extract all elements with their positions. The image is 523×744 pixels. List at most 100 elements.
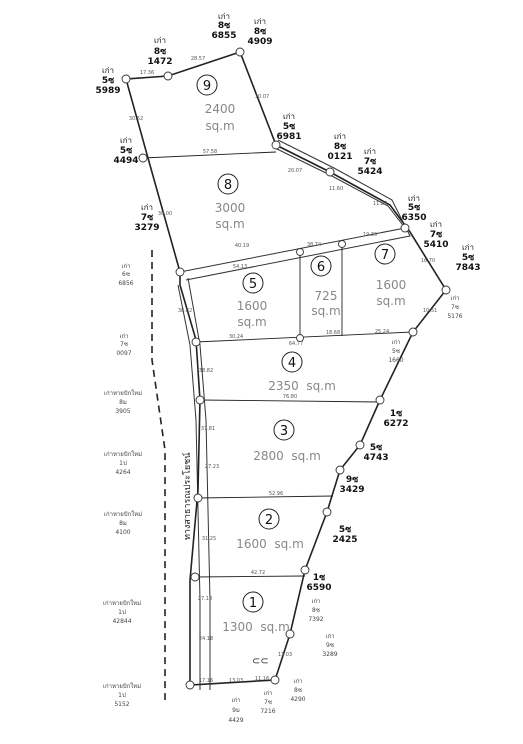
dimension-label: 30.24 xyxy=(229,334,243,340)
marker-label: เก่า 8ซ 6855 xyxy=(211,12,236,41)
svg-text:เก่า: เก่า xyxy=(102,66,114,75)
marker-label: เก่า 7ซ 5176 xyxy=(447,295,462,320)
north-arrow-icon: ⊂⊂ xyxy=(252,656,269,667)
adjacent-land-dashed-line xyxy=(151,250,166,700)
marker-label: เก่า 9ซ 3289 xyxy=(322,633,337,658)
plot-7: 7 1600 sq.m xyxy=(374,243,407,308)
marker-label: เก่า 5ซ 4494 xyxy=(113,136,138,166)
svg-text:เก่า: เก่า xyxy=(154,36,166,45)
svg-text:5176: 5176 xyxy=(447,313,462,320)
plot-6: 6 725 sq.m xyxy=(310,255,341,318)
svg-text:7ซ: 7ซ xyxy=(451,304,459,311)
marker-label: เก่า 5ซ 6981 xyxy=(276,112,301,142)
svg-text:1ซ: 1ซ xyxy=(390,409,402,419)
svg-text:7ซ: 7ซ xyxy=(141,213,153,223)
svg-text:เก่า: เก่า xyxy=(430,220,442,229)
svg-text:เก่า: เก่า xyxy=(141,203,153,212)
svg-text:เก่า: เก่า xyxy=(283,112,295,121)
dimension-label: 27.23 xyxy=(205,464,219,470)
svg-text:เก่า: เก่า xyxy=(254,17,266,26)
plot-number: 1 xyxy=(249,596,257,611)
svg-text:เก่า: เก่า xyxy=(408,194,420,203)
dimension-label: 20.07 xyxy=(288,168,302,174)
svg-text:6855: 6855 xyxy=(211,31,236,41)
svg-text:7ซ: 7ซ xyxy=(364,157,376,167)
dimension-label: 11.60 xyxy=(329,186,343,192)
svg-text:เก่า: เก่า xyxy=(119,333,128,340)
svg-text:0097: 0097 xyxy=(116,350,131,357)
svg-text:1660: 1660 xyxy=(388,357,403,364)
svg-text:5ซ: 5ซ xyxy=(408,203,420,213)
dimension-label: 25.24 xyxy=(375,329,389,335)
plot-3: 3 2800 sq.m xyxy=(253,419,321,463)
dimension-label: 52.96 xyxy=(269,491,283,497)
svg-text:เก่าหายปักใหม่: เก่าหายปักใหม่ xyxy=(103,682,141,690)
plot-number: 5 xyxy=(249,277,257,292)
plot-4: 4 2350 sq.m xyxy=(268,351,336,393)
svg-text:เก่าหายปักใหม่: เก่าหายปักใหม่ xyxy=(104,389,142,397)
svg-text:เก่า: เก่า xyxy=(311,598,320,605)
svg-text:1ป: 1ป xyxy=(119,460,127,467)
dimension-label: 13.03 xyxy=(278,652,292,658)
svg-text:เก่า: เก่า xyxy=(450,295,459,302)
plot-unit: sq.m xyxy=(376,294,405,308)
plot-area: 2350 sq.m xyxy=(268,379,336,393)
svg-text:6590: 6590 xyxy=(306,583,331,593)
svg-text:5ซ: 5ซ xyxy=(392,348,400,355)
svg-text:42844: 42844 xyxy=(112,618,131,625)
svg-text:9ซ: 9ซ xyxy=(326,642,334,649)
svg-text:3289: 3289 xyxy=(322,651,337,658)
svg-text:เก่า: เก่า xyxy=(121,263,130,270)
dimension-label: 11.16 xyxy=(255,676,269,682)
plot-area: 3000 xyxy=(215,201,246,215)
plot-unit: sq.m xyxy=(205,119,234,133)
svg-text:2425: 2425 xyxy=(332,535,357,545)
svg-text:8ซ: 8ซ xyxy=(334,142,346,152)
svg-text:6ซ: 6ซ xyxy=(122,271,130,278)
plot-1: 1 1300 sq.m xyxy=(222,591,290,634)
marker-label: 5ซ 2425 xyxy=(332,525,357,545)
svg-text:เก่า: เก่า xyxy=(120,136,132,145)
svg-text:เก่าหายปักใหม่: เก่าหายปักใหม่ xyxy=(103,599,141,607)
dimension-label: 40.19 xyxy=(235,243,249,249)
dimension-label: 42.72 xyxy=(251,570,265,576)
marker-label: 1ซ 6272 xyxy=(383,409,408,429)
dimension-label: 11.23 xyxy=(373,201,387,207)
svg-text:เก่า: เก่า xyxy=(325,633,334,640)
svg-text:6856: 6856 xyxy=(118,280,133,287)
dimension-label: 57.58 xyxy=(203,149,217,155)
plot-area: 2800 sq.m xyxy=(253,449,321,463)
plot-dividers xyxy=(142,151,447,578)
svg-text:เก่า: เก่า xyxy=(364,147,376,156)
plot-area: 1300 sq.m xyxy=(222,620,290,634)
svg-text:7ซ: 7ซ xyxy=(264,699,272,706)
marker-label: เก่า 8ซ 0121 xyxy=(327,132,352,162)
marker-label: เก่า 7ซ 5410 xyxy=(423,220,448,250)
marker-labels: เก่า 8ซ 6855 เก่า 8ซ 4909 เก่า 8ซ 1472 เ… xyxy=(95,12,480,593)
svg-text:5ซ: 5ซ xyxy=(339,525,351,535)
svg-text:7216: 7216 xyxy=(260,708,275,715)
dimension-label: 27.18 xyxy=(198,596,212,602)
svg-text:4264: 4264 xyxy=(115,469,130,476)
marker-label: เก่า 5ซ 6350 xyxy=(401,194,426,223)
svg-text:8ซ: 8ซ xyxy=(312,607,320,614)
svg-text:1ซ: 1ซ xyxy=(313,573,325,583)
boundary-markers xyxy=(121,47,451,690)
svg-text:5ซ: 5ซ xyxy=(102,76,114,86)
svg-text:5ซ: 5ซ xyxy=(462,253,474,263)
svg-text:4494: 4494 xyxy=(113,156,138,166)
svg-text:9ซ: 9ซ xyxy=(346,475,358,485)
svg-text:เก่า: เก่า xyxy=(218,12,230,21)
dimension-label: 64.77 xyxy=(289,341,303,347)
svg-text:7843: 7843 xyxy=(455,263,480,273)
svg-text:5ซ: 5ซ xyxy=(370,443,382,453)
plot-number: 8 xyxy=(224,178,232,193)
svg-text:4909: 4909 xyxy=(247,37,272,47)
plot-area: 1600 xyxy=(376,278,407,292)
plot-number: 7 xyxy=(381,248,389,263)
svg-text:4429: 4429 xyxy=(228,717,243,724)
